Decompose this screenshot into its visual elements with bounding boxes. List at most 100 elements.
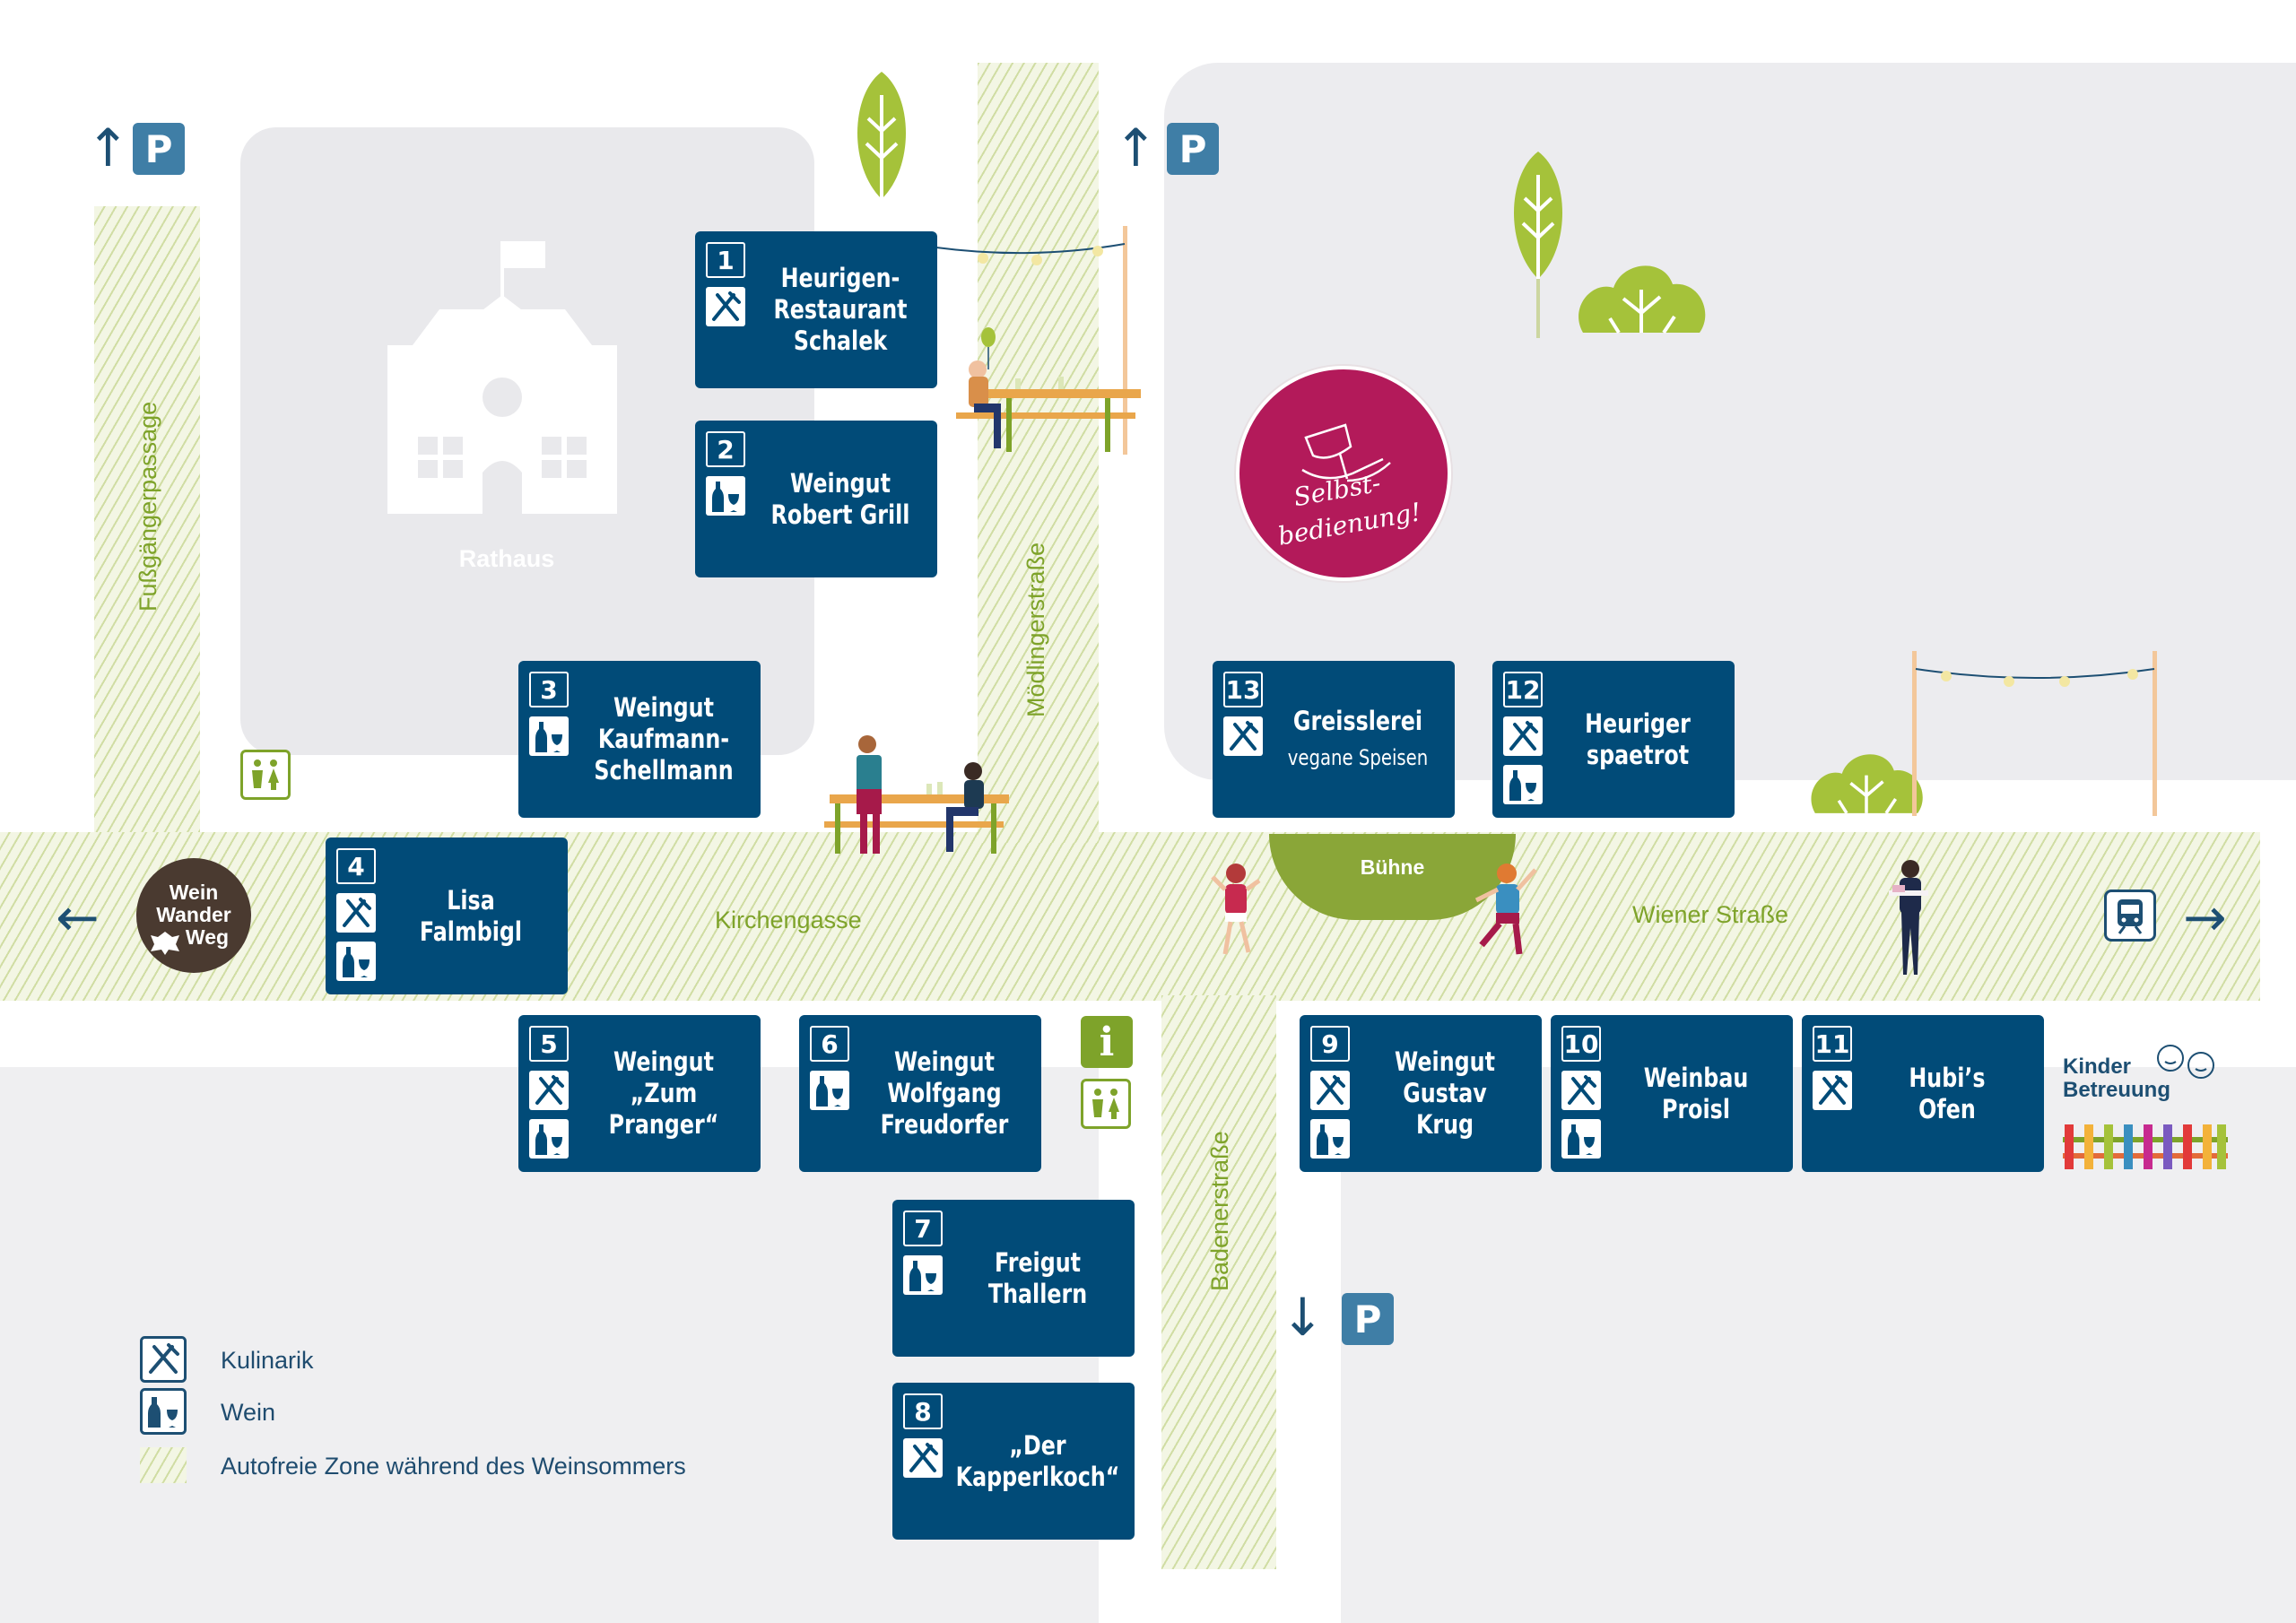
parking-icon[interactable]: P: [1167, 123, 1219, 175]
parking-icon[interactable]: P: [133, 123, 185, 175]
toilet-icon[interactable]: [240, 750, 291, 800]
stall-number: 13: [1223, 672, 1263, 707]
stall-name-line: Weingut: [613, 692, 714, 723]
kulinarik-icon: [529, 1071, 569, 1110]
tree-icon: [1498, 148, 1578, 341]
wein-icon: [140, 1388, 187, 1435]
zone-moedlinger: [978, 63, 1099, 843]
toilet-icon[interactable]: [1081, 1079, 1131, 1129]
street-moedlingerstrasse: Mödlingerstraße: [1022, 542, 1049, 717]
stall-name-line: Greisslerei: [1292, 705, 1423, 736]
stall-name-line: Kaufmann-: [597, 724, 730, 754]
parking-icon[interactable]: P: [1342, 1293, 1394, 1345]
wein-icon: [336, 942, 376, 981]
stall-name-line: Lisa: [447, 884, 495, 916]
stall-number: 7: [903, 1211, 943, 1246]
arrow-up-icon: ↑: [1114, 117, 1158, 178]
kulinarik-icon: [140, 1336, 187, 1383]
stall-name-line: Restaurant: [773, 294, 908, 325]
kulinarik-icon: [1561, 1071, 1601, 1110]
stall-number: 2: [706, 431, 745, 467]
stall-name-line: Weingut: [790, 467, 891, 499]
stall-name-line: Thallern: [987, 1278, 1088, 1309]
stall-name-line: Robert Grill: [770, 499, 910, 530]
stall-number: 8: [903, 1393, 943, 1429]
bush-icon: [1807, 740, 1926, 819]
wein-icon: [706, 476, 745, 516]
stall-name-line: spaetrot: [1586, 739, 1690, 770]
light-string-east: [1910, 647, 2161, 818]
legend-wein: Wein: [221, 1399, 276, 1426]
arrow-up-icon: ↑: [86, 117, 130, 178]
stall-number: 3: [529, 672, 569, 707]
stall-name-line: Heurigen-: [780, 263, 900, 293]
light-string-north: [933, 224, 1139, 457]
wein-icon: [1310, 1119, 1350, 1159]
train-icon[interactable]: [2104, 890, 2156, 942]
picnic-table-north: [952, 325, 1141, 459]
stall-name-line: Gustav Krug: [1403, 1078, 1487, 1140]
zone-fussgaengerpassage: [94, 206, 200, 852]
stall-name-line: „Der: [1009, 1429, 1066, 1461]
wein-icon: [1503, 765, 1543, 804]
stall-number: 10: [1561, 1026, 1601, 1062]
legend-zone-swatch: [140, 1447, 187, 1483]
stall-name-line: Weingut: [613, 1046, 714, 1077]
wein-icon: [903, 1255, 943, 1295]
info-icon[interactable]: i: [1081, 1016, 1133, 1068]
kulinarik-icon: [336, 893, 376, 933]
street-wiener-strasse: Wiener Straße: [1632, 901, 1789, 928]
weinwanderweg-line2: Wander: [156, 903, 231, 926]
stall-name-line: Proisl: [1662, 1093, 1730, 1124]
stall-name-line: Weinbau: [1643, 1062, 1749, 1093]
kids-faces-icon: [2157, 1045, 2214, 1079]
zone-badener: [1161, 995, 1276, 1569]
stall-name-line: „Zum: [630, 1078, 698, 1108]
arrow-left-icon: ←: [56, 887, 100, 948]
stall-name-line: Heuriger: [1585, 707, 1691, 739]
stall-name-line: Ofen: [1918, 1093, 1976, 1124]
legend-kulinarik: Kulinarik: [221, 1347, 314, 1374]
stall-number: 1: [706, 242, 745, 278]
kinderbetreuung[interactable]: Kinder Betreuung: [2063, 1040, 2242, 1175]
weinwanderweg-badge[interactable]: Wein Wander Weg: [136, 858, 251, 973]
stall-name-line: Freudorfer: [880, 1109, 1009, 1140]
stall-name-line: Freigut: [994, 1246, 1082, 1278]
buehne-label: Bühne: [1360, 855, 1425, 879]
stall-name-line: Schalek: [793, 325, 888, 356]
stall-name-line: Schellmann: [594, 755, 734, 785]
kulinarik-icon: [1223, 716, 1263, 756]
stall-name-line: Weingut: [1395, 1046, 1495, 1077]
selbstbedienung-hands-icon: [1301, 423, 1391, 482]
weinwanderweg-line1: Wein: [169, 881, 219, 904]
stall-number: 11: [1813, 1026, 1852, 1062]
tree-icon: [841, 68, 922, 203]
kulinarik-icon: [1813, 1071, 1852, 1110]
kinderbetreuung-line1: Kinder: [2063, 1055, 2132, 1079]
dancer-right: [1471, 861, 1543, 959]
dancer-left: [1209, 861, 1263, 959]
